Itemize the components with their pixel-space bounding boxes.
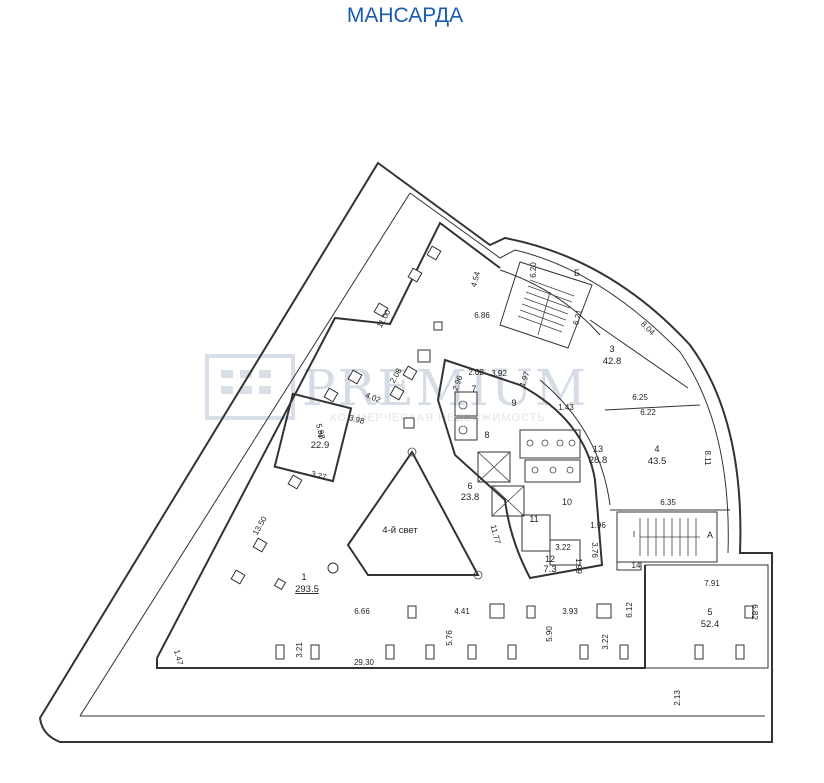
room-9-number: 9 (511, 398, 516, 408)
outer-walls (38, 161, 773, 743)
room-5-number: 5 (707, 607, 712, 617)
watermark-logo (205, 354, 295, 420)
room-2-walls (273, 392, 353, 483)
watermark-brand: PREMIUM (302, 359, 588, 417)
columns (230, 245, 754, 660)
label-14: 14 (632, 561, 641, 570)
dim-6-66: 6.66 (354, 607, 370, 616)
dim-3-21: 3.21 (295, 642, 304, 658)
page-title: МАНСАРДА (346, 4, 464, 27)
stair-a (616, 511, 718, 571)
dim-1-99: 1.99 (574, 558, 583, 574)
dim-6-22: 6.22 (640, 408, 656, 417)
room-1-area: 293.5 (295, 584, 319, 595)
dim-8-11: 8.11 (703, 451, 712, 467)
room-6-area: 23.8 (461, 492, 480, 503)
dim-3-27: 3.27 (310, 469, 328, 482)
lightwell (346, 447, 483, 580)
dim-3-22-core: 3.22 (555, 543, 571, 552)
room-4-number: 4 (654, 444, 659, 454)
room-6-number: 6 (467, 481, 472, 491)
dim-5-76: 5.76 (445, 630, 454, 646)
dim-6-20: 6.20 (529, 262, 538, 278)
dim-3-22-south: 3.22 (601, 634, 610, 650)
room-8-number: 8 (484, 430, 489, 440)
dim-13-50: 13.50 (251, 514, 269, 536)
room-13-area: 28.8 (589, 455, 608, 466)
room-1-number: 1 (301, 572, 306, 582)
dim-3-93: 3.93 (562, 607, 578, 616)
dim-4-41: 4.41 (454, 607, 470, 616)
service-core (436, 358, 604, 580)
dim-8-04: 8.04 (639, 320, 657, 338)
dim-6-35: 6.35 (660, 498, 676, 507)
dim-6-21: 6.21 (571, 308, 584, 326)
dim-5-90: 5.90 (545, 626, 554, 642)
dim-1-43: 1.43 (558, 403, 574, 412)
dim-5-98: 5.98 (314, 423, 327, 441)
room-11-number: 11 (529, 514, 538, 524)
room-7-number: 7 (471, 384, 476, 394)
dim-3-98: 3.98 (348, 413, 366, 426)
room-3-area: 42.8 (603, 356, 622, 367)
room-5-area: 52.4 (701, 619, 720, 630)
dim-4-54: 4.54 (469, 270, 482, 288)
dim-29-30: 29.30 (354, 658, 375, 667)
room-2-area: 22.9 (311, 440, 330, 451)
label-i: I (633, 530, 635, 539)
dim-3-76: 3.76 (590, 542, 599, 558)
dim-11-77: 11.77 (489, 524, 503, 546)
room-12-area: 7.3 (543, 564, 556, 575)
dim-7-91: 7.91 (704, 579, 720, 588)
room-10-number: 10 (562, 497, 572, 507)
dim-1-47: 1.47 (172, 649, 185, 667)
room-12-number: 12 (545, 554, 555, 564)
lightwell-label: 4-й свет (382, 525, 418, 536)
ring-partitions (499, 269, 730, 511)
stair-b-label: Б (574, 268, 580, 278)
dim-6-12: 6.12 (625, 602, 634, 618)
dim-1-96: 1.96 (590, 521, 606, 530)
room-2-number: 2 (317, 429, 322, 439)
dim-6-82: 6.82 (750, 604, 759, 620)
room-4-area: 43.5 (648, 456, 667, 467)
dim-2-13: 2.13 (673, 690, 682, 706)
stair-b (499, 261, 593, 349)
dim-2-02: 2.02 (468, 368, 484, 377)
room-3-number: 3 (609, 344, 614, 354)
stair-a-label: А (707, 530, 713, 540)
room-13-number: 13 (593, 444, 603, 454)
watermark-tagline: КОММЕРЧЕСКАЯ НЕДВИЖИМОСТЬ (330, 412, 545, 424)
dim-6-25: 6.25 (632, 393, 648, 402)
dim-3-92: 3.92 (491, 369, 507, 378)
dim-6-86: 6.86 (474, 311, 490, 320)
